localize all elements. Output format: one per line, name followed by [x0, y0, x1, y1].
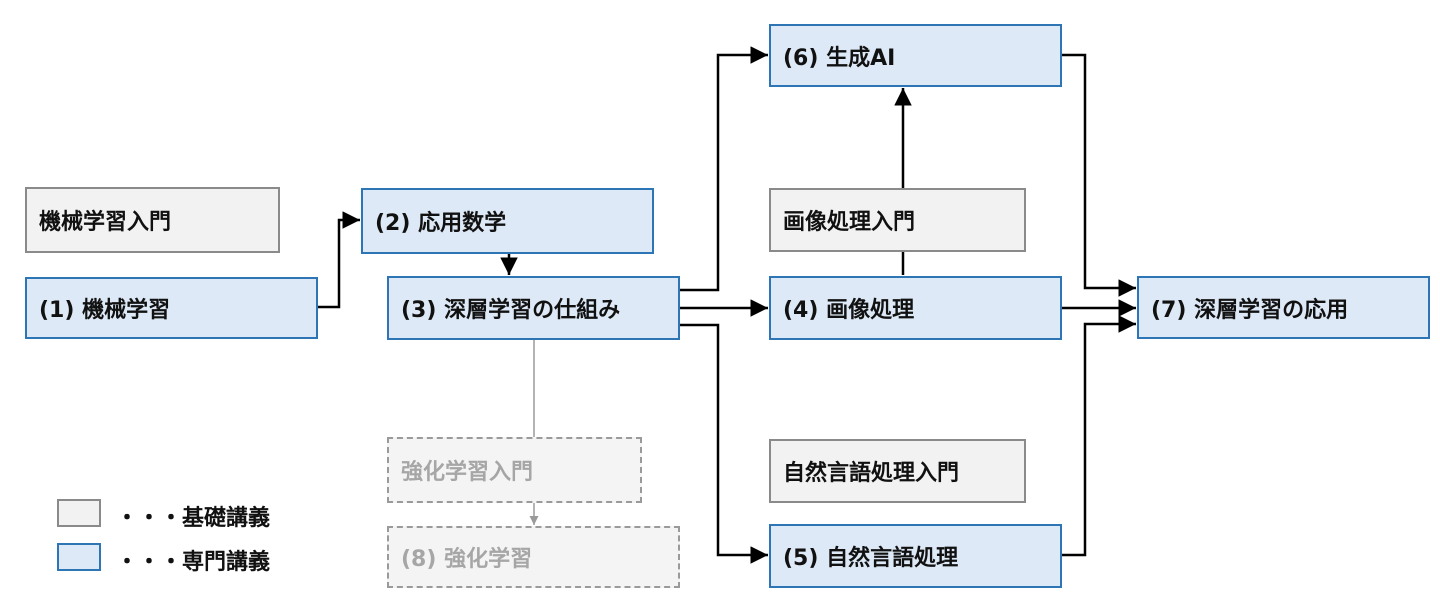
- legend-specialized-label: ・・・専門講義: [116, 550, 271, 575]
- legend-basic-swatch: [57, 499, 101, 527]
- node-label: (4) 画像処理: [783, 298, 915, 323]
- node-label: (5) 自然言語処理: [783, 546, 959, 571]
- connector-ml-to-math: [318, 211, 360, 309]
- node-nlp-intro: 自然言語処理入門: [769, 439, 1026, 503]
- node-image-intro: 画像処理入門: [769, 188, 1026, 252]
- node-deep-learning-mechanism: (3) 深層学習の仕組み: [387, 276, 680, 340]
- node-label: 自然言語処理入門: [783, 461, 960, 486]
- node-label: 画像処理入門: [783, 210, 916, 235]
- node-image-processing: (4) 画像処理: [769, 276, 1062, 340]
- node-label: 強化学習入門: [401, 460, 534, 485]
- connector-genai-to-application: [1062, 53, 1136, 297]
- node-label: (2) 応用数学: [375, 211, 507, 236]
- node-deep-learning-application: (7) 深層学習の応用: [1137, 276, 1430, 339]
- node-label: (8) 強化学習: [401, 547, 533, 572]
- node-label: (1) 機械学習: [39, 298, 171, 323]
- legend-specialized-swatch: [57, 543, 101, 571]
- connector-nlp-to-application: [1062, 315, 1136, 557]
- node-ml-intro: 機械学習入門: [25, 187, 280, 253]
- node-label: (3) 深層学習の仕組み: [401, 298, 621, 323]
- node-label: (7) 深層学習の応用: [1151, 297, 1349, 323]
- node-rl-intro: 強化学習入門: [387, 437, 642, 503]
- node-reinforcement-learning: (8) 強化学習: [387, 526, 680, 588]
- node-nlp: (5) 自然言語処理: [769, 524, 1062, 588]
- node-generative-ai: (6) 生成AI: [769, 24, 1062, 87]
- connector-dl-to-genai: [680, 46, 768, 292]
- node-label: (6) 生成AI: [783, 45, 896, 71]
- node-label: 機械学習入門: [39, 210, 172, 235]
- node-machine-learning: (1) 機械学習: [25, 277, 318, 339]
- connector-dl-to-nlp: [680, 323, 768, 564]
- legend-basic-label: ・・・基礎講義: [116, 506, 271, 531]
- node-applied-math: (2) 応用数学: [361, 188, 654, 254]
